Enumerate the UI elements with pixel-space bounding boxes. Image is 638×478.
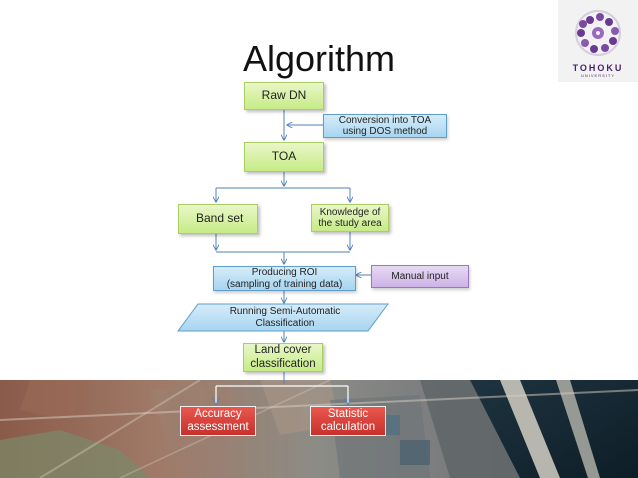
aerial-photo-graphic [0,380,638,478]
producing-roi-box: Producing ROI (sampling of training data… [213,266,356,291]
statistic-box: Statistic calculation [310,406,386,436]
toa-label: TOA [271,149,297,164]
conversion-line-1: Conversion into TOA [338,114,432,126]
logo-text: TOHOKU [572,63,624,73]
producing-roi-line-2: (sampling of training data) [226,278,343,290]
manual-input-label: Manual input [391,270,449,282]
aerial-photo [0,380,638,478]
slide-title: Algorithm [242,38,396,79]
statistic-line-2: calculation [320,421,376,433]
raw-dn-label: Raw DN [261,88,307,103]
toa-box: TOA [244,142,324,172]
accuracy-line-2: assessment [187,421,249,433]
logo-emblem-icon [575,10,621,56]
running-sac-line-1: Running Semi-Automatic [229,306,341,317]
statistic-line-1: Statistic [327,407,369,420]
accuracy-line-1: Accuracy [194,407,242,420]
raw-dn-box: Raw DN [244,82,324,110]
band-set-label: Band set [196,211,244,226]
conversion-toa-box: Conversion into TOA using DOS method [323,114,447,138]
manual-input-box: Manual input [371,265,469,288]
university-logo [558,0,638,82]
producing-roi-line-1: Producing ROI [251,267,318,278]
land-cover-line-2: classification [250,357,316,370]
running-sac-label: Running Semi-Automatic Classification [205,306,365,330]
logo-subtext: UNIVERSITY [580,73,615,78]
conversion-line-2: using DOS method [342,126,428,137]
knowledge-line-1: Knowledge of [319,206,381,218]
running-sac-shape [177,303,389,332]
land-cover-line-1: Land cover [254,344,312,357]
accuracy-box: Accuracy assessment [180,406,256,436]
knowledge-line-2: the study area [318,218,382,229]
band-set-box: Band set [178,204,258,234]
knowledge-box: Knowledge of the study area [311,204,389,232]
running-sac-line-2: Classification [255,318,315,329]
land-cover-box: Land cover classification [243,343,323,372]
